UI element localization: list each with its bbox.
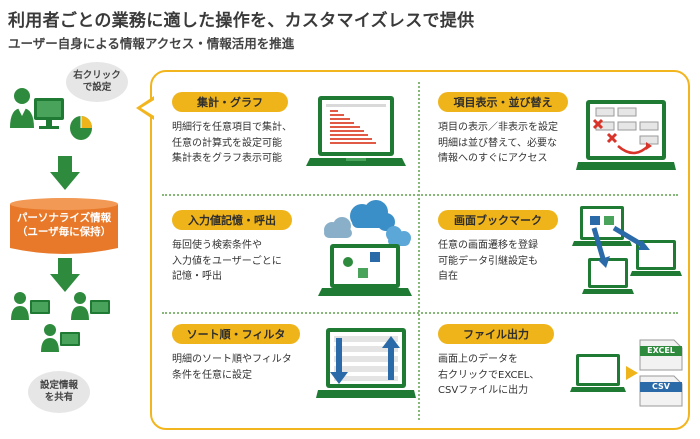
- personalize-info-label: パーソナライズ情報 （ユーザ毎に保持）: [16, 212, 112, 239]
- arrow-down-icon: [50, 258, 80, 292]
- card-desc-aggregate: 明細行を任意項目で集計、 任意の計算式を設定可能 集計表をグラフ表示可能: [172, 122, 292, 164]
- panel-pointer: [136, 96, 154, 120]
- laptop-columns-icon: [576, 100, 676, 170]
- share-settings-bubble: 設定情報 を共有: [28, 371, 90, 413]
- user-at-computer-icon: [10, 88, 64, 129]
- laptop-chart-icon: [306, 96, 406, 166]
- card-title-display-sort: 項目表示・並び替え: [438, 92, 568, 112]
- page-title: 利用者ごとの業務に適した操作を、カスタマイズレスで提供: [8, 11, 475, 31]
- card-desc-file-output: 画面上のデータを 右クリックでEXCEL、 CSVファイルに出力: [438, 354, 540, 396]
- excel-file-icon: [639, 339, 683, 371]
- arrow-right-icon: [626, 366, 638, 380]
- panel-horizontal-divider: [162, 194, 678, 196]
- laptop-cloud-icon: [318, 200, 412, 296]
- card-title-bookmark: 画面ブックマーク: [438, 210, 558, 230]
- laptop-sort-icon: [316, 328, 416, 398]
- card-desc-bookmark: 任意の画面遷移を登録 可能データ引継設定も 自在: [438, 240, 538, 282]
- database-cylinder: [10, 198, 118, 254]
- mouse-icon: [70, 116, 92, 140]
- card-title-sort-filter: ソート順・フィルタ: [172, 324, 300, 344]
- laptop-icon: [570, 354, 626, 392]
- card-title-aggregate: 集計・グラフ: [172, 92, 288, 112]
- panel-horizontal-divider: [162, 312, 678, 314]
- panel-vertical-divider: [418, 82, 420, 420]
- page-subtitle: ユーザー自身による情報アクセス・情報活用を推進: [8, 36, 295, 51]
- card-desc-display-sort: 項目の表示／非表示を設定 明細は並び替えて、必要な 情報へのすぐにアクセス: [438, 122, 558, 164]
- arrow-down-icon: [50, 156, 80, 190]
- right-click-bubble: 右クリック で設定: [66, 62, 128, 102]
- csv-file-icon: [639, 375, 683, 407]
- card-desc-sort-filter: 明細のソート順やフィルタ 条件を任意に設定: [172, 354, 292, 381]
- csv-label: CSV: [652, 382, 670, 391]
- card-title-input-memory: 入力値記憶・呼出: [172, 210, 292, 230]
- card-title-file-output: ファイル出力: [438, 324, 554, 344]
- laptops-bookmark-icon: [572, 206, 682, 294]
- user-group-icon: [11, 292, 110, 352]
- excel-label: EXCEL: [647, 346, 675, 355]
- card-desc-input-memory: 毎回使う検索条件や 入力値をユーザーごとに 記憶・呼出: [172, 240, 282, 282]
